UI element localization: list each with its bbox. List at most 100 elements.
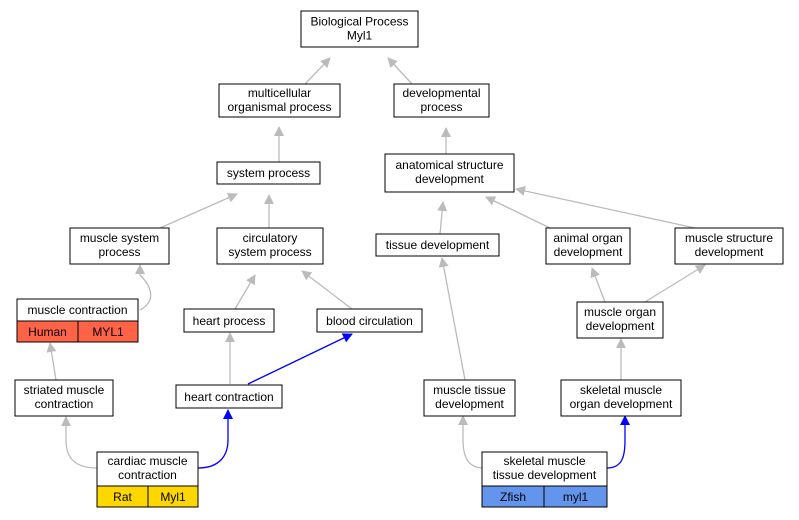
- node-label-line: circulatory: [243, 231, 298, 245]
- node-heart-contraction[interactable]: heart contraction: [175, 384, 283, 409]
- node-label-line: animal organ: [553, 231, 622, 245]
- node-label-line: development: [435, 397, 504, 411]
- annotation-gene-myl1: MYL1: [92, 325, 124, 339]
- node-label-line: Biological Process: [310, 15, 408, 29]
- edge-muscle-structure-to-anatomical: [515, 186, 696, 229]
- node-tissue-development[interactable]: tissue development: [375, 233, 500, 257]
- node-circulatory-system-process[interactable]: circulatory system process: [216, 227, 324, 265]
- edge-striated-to-muscle-contraction: [46, 342, 57, 381]
- node-label-line: system process: [228, 245, 311, 259]
- node-animal-organ-development[interactable]: animal organ development: [545, 227, 631, 265]
- node-label-line: muscle tissue: [433, 383, 506, 397]
- node-box: [674, 227, 784, 265]
- node-box: [216, 161, 321, 185]
- node-label-line: contraction: [118, 468, 177, 482]
- node-label-line: skeletal muscle: [503, 454, 585, 468]
- node-label-line: tissue development: [386, 238, 490, 252]
- edge-skeletal-tissue-to-skeletal-organ: [606, 415, 630, 469]
- edge-muscle-organ-to-animal-organ: [590, 267, 606, 303]
- node-label-line: development: [415, 172, 484, 186]
- annotation-species-rat: Rat: [113, 490, 132, 504]
- node-label-line: cardiac muscle: [107, 454, 187, 468]
- node-label-line: process: [98, 245, 140, 259]
- node-label-line: muscle system: [80, 231, 159, 245]
- node-box: [375, 233, 500, 257]
- node-label-line: process: [420, 100, 462, 114]
- node-label-line: development: [586, 319, 655, 333]
- edge-muscle-organ-to-muscle-structure: [644, 264, 706, 303]
- edge-multicellular-to-root: [304, 57, 331, 85]
- node-box: [69, 227, 170, 265]
- node-box: [175, 384, 283, 409]
- edge-muscle-contraction-to-muscle-system: [135, 264, 152, 311]
- edge-cardiac-to-heart-contraction: [197, 409, 233, 469]
- node-striated-muscle-contraction[interactable]: striated muscle contraction: [14, 379, 114, 417]
- node-muscle-structure-development[interactable]: muscle structure development: [674, 227, 784, 265]
- node-label-line: development: [554, 245, 623, 259]
- edge-heart-process-to-circulatory: [234, 274, 256, 310]
- annotation-gene-cell: [77, 320, 139, 343]
- node-box: [218, 83, 341, 118]
- annotation-gene-cell: [147, 485, 199, 508]
- node-box: [481, 451, 608, 487]
- node-label-line: contraction: [35, 397, 94, 411]
- annotation-gene-myl1: myl1: [563, 490, 589, 504]
- node-muscle-contraction[interactable]: muscle contraction Human MYL1: [16, 298, 139, 343]
- node-label-line: development: [695, 245, 764, 259]
- node-label-line: heart contraction: [184, 390, 273, 404]
- node-label-line: system process: [227, 166, 310, 180]
- node-label-line: skeletal muscle: [580, 383, 662, 397]
- node-box: [216, 227, 324, 265]
- node-label-line: multicellular: [248, 86, 311, 100]
- node-muscle-tissue-development[interactable]: muscle tissue development: [423, 379, 516, 417]
- node-box: [423, 379, 516, 417]
- edge-skeletal-tissue-to-muscle-tissue: [458, 415, 484, 469]
- node-label-line: muscle structure: [685, 231, 773, 245]
- edge-animal-organ-to-anatomical: [485, 196, 551, 229]
- annotation-gene-cell: [543, 485, 608, 508]
- node-label-line: muscle organ: [584, 305, 656, 319]
- node-box: [183, 308, 275, 333]
- node-box: [316, 308, 423, 333]
- node-label-line: muscle contraction: [27, 303, 127, 317]
- node-blood-circulation[interactable]: blood circulation: [316, 308, 423, 333]
- node-cardiac-muscle-contraction[interactable]: cardiac muscle contraction Rat Myl1: [96, 451, 199, 508]
- node-anatomical-structure-development[interactable]: anatomical structure development: [384, 153, 515, 193]
- node-box: [560, 379, 682, 417]
- node-label-line: organ development: [570, 397, 673, 411]
- node-label-line: blood circulation: [326, 314, 413, 328]
- node-heart-process[interactable]: heart process: [183, 308, 275, 333]
- edge-heart-contraction-to-blood-circulation: [247, 333, 353, 385]
- edge-tissue-dev-to-anatomical: [437, 201, 448, 235]
- node-box: [576, 301, 664, 339]
- annotation-species-zfish: Zfish: [500, 490, 526, 504]
- node-muscle-organ-development[interactable]: muscle organ development: [576, 301, 664, 339]
- node-multicellular-organismal-process[interactable]: multicellular organismal process: [218, 83, 341, 118]
- node-label-line: Myl1: [347, 29, 373, 43]
- node-muscle-system-process[interactable]: muscle system process: [69, 227, 170, 265]
- edges: [46, 57, 706, 469]
- node-label-line: organismal process: [227, 100, 331, 114]
- node-box: [545, 227, 631, 265]
- annotation-gene-myl1: Myl1: [160, 490, 186, 504]
- node-skeletal-muscle-organ-development[interactable]: skeletal muscle organ development: [560, 379, 682, 417]
- node-developmental-process[interactable]: developmental process: [393, 83, 490, 118]
- node-label-line: striated muscle: [24, 383, 105, 397]
- node-box: [14, 379, 114, 417]
- node-box: [393, 83, 490, 118]
- edge-muscle-tissue-to-tissue-dev: [438, 257, 466, 381]
- node-label-line: tissue development: [493, 468, 597, 482]
- edge-blood-circulation-to-circulatory: [301, 270, 353, 310]
- node-skeletal-muscle-tissue-development[interactable]: skeletal muscle tissue development Zfish…: [481, 451, 608, 508]
- edge-developmental-to-root: [387, 57, 413, 85]
- annotation-species-human: Human: [28, 325, 67, 339]
- node-biological-process-root[interactable]: Biological Process Myl1: [300, 10, 419, 48]
- node-system-process[interactable]: system process: [216, 161, 321, 185]
- node-box: [300, 10, 419, 48]
- node-label-line: anatomical structure: [395, 158, 503, 172]
- node-box: [384, 153, 515, 193]
- node-label-line: developmental: [402, 86, 480, 100]
- node-label-line: heart process: [193, 314, 266, 328]
- edge-cardiac-to-striated: [61, 416, 98, 469]
